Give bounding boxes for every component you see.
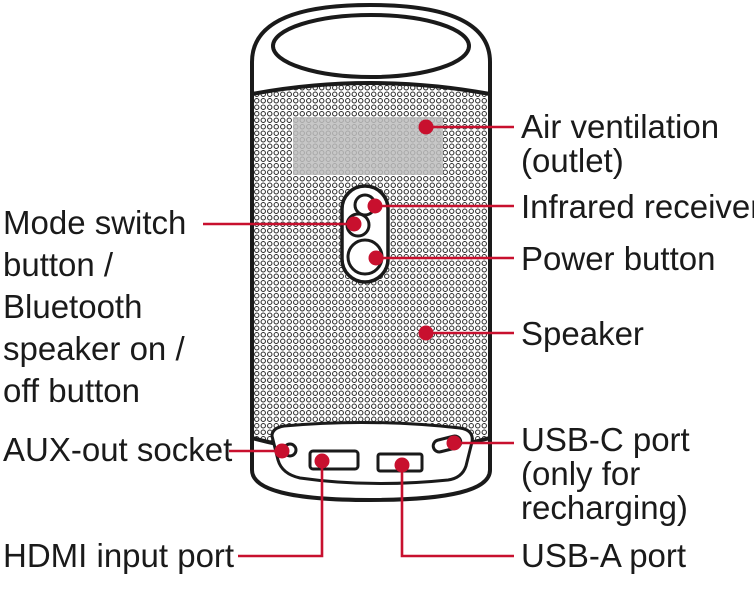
label-hdmi: HDMI input port <box>3 537 234 574</box>
label-mode-switch: Mode switch button / Bluetooth speaker o… <box>3 204 196 409</box>
marker-air-ventilation <box>418 119 434 135</box>
marker-dots <box>274 119 462 473</box>
leader-usb-a <box>400 465 514 558</box>
top-cap <box>250 2 492 99</box>
top-lens-ring <box>271 13 471 79</box>
marker-mode-switch <box>346 216 362 232</box>
leader-hdmi <box>238 461 324 558</box>
label-air-ventilation: Air ventilation (outlet) <box>521 108 728 179</box>
marker-infrared <box>367 198 383 214</box>
marker-usb-c <box>446 435 462 451</box>
marker-usb-a <box>394 457 410 473</box>
label-infrared-receiver: Infrared receiver <box>521 188 754 225</box>
marker-power <box>368 250 384 266</box>
air-ventilation-panel <box>293 117 443 175</box>
marker-hdmi <box>314 453 330 469</box>
label-power-button: Power button <box>521 240 715 277</box>
port-panel <box>270 420 474 486</box>
label-aux-out: AUX-out socket <box>3 431 232 468</box>
label-usb-c: USB-C port (only for recharging) <box>521 421 699 526</box>
label-speaker: Speaker <box>521 315 644 352</box>
control-panel <box>340 184 390 284</box>
leader-lines <box>203 125 514 558</box>
bottom-base <box>250 420 492 503</box>
label-usb-a: USB-A port <box>521 537 686 574</box>
marker-aux <box>274 443 290 459</box>
marker-speaker <box>418 325 434 341</box>
